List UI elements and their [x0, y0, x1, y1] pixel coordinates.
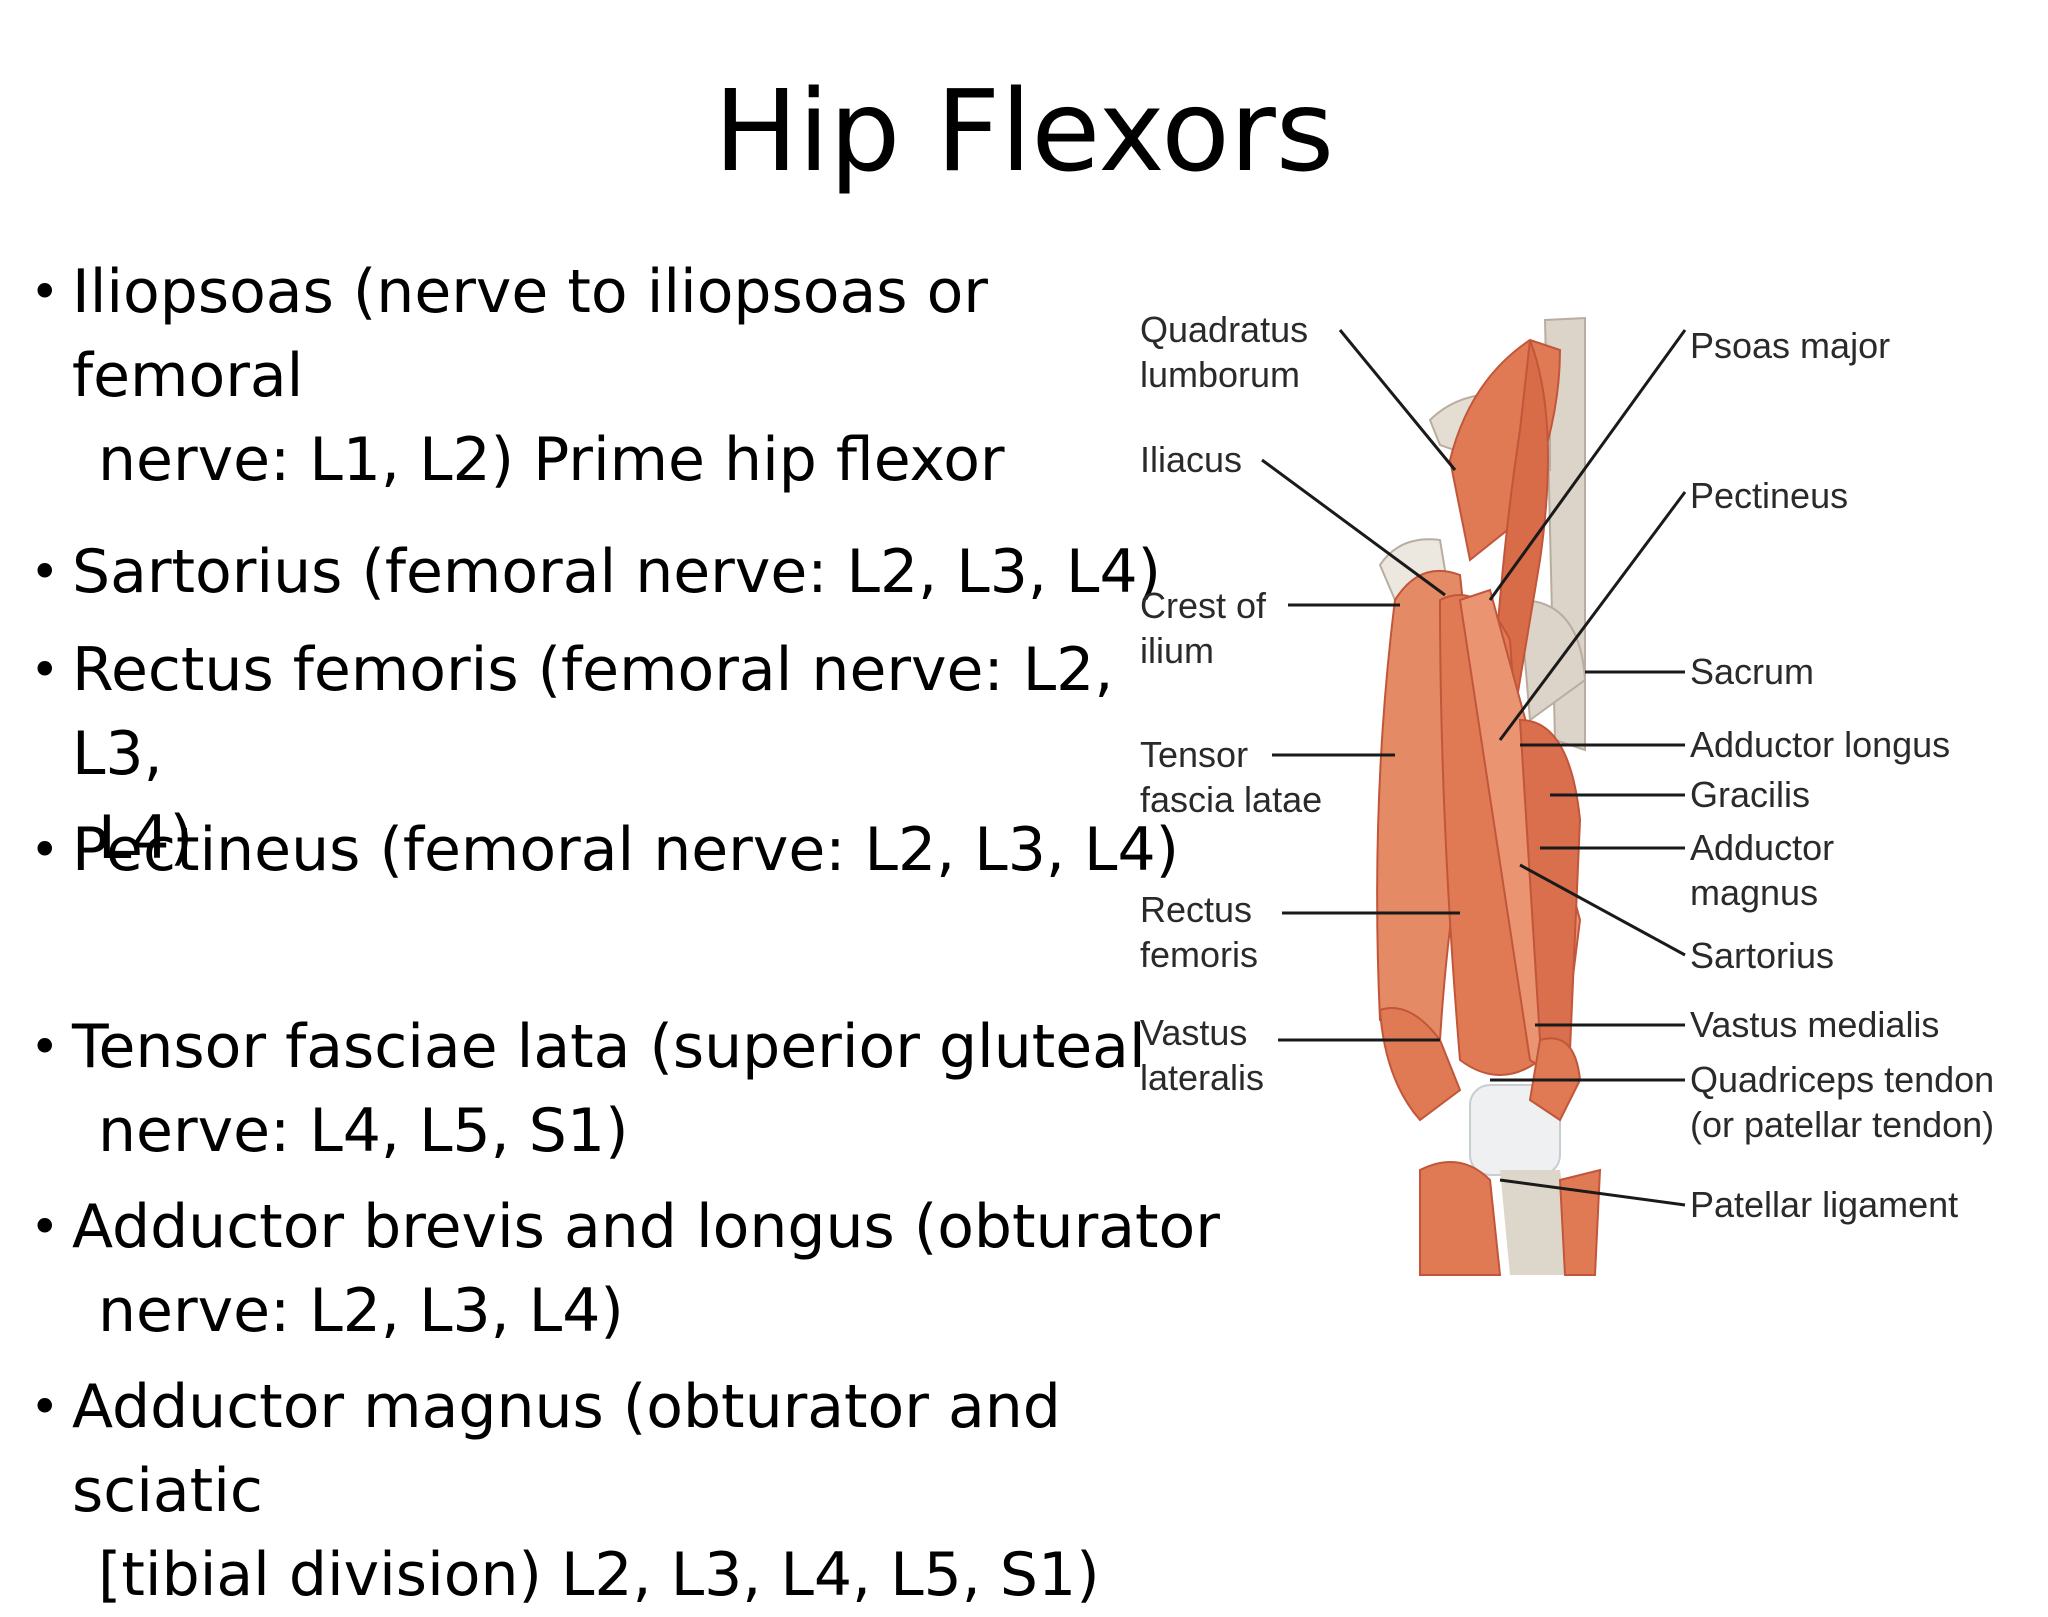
bullet-text-line2: nerve: L1, L2) Prime hip flexor: [98, 425, 1005, 495]
bullet-text-line2: nerve: L4, L5, S1): [98, 1096, 629, 1166]
label-vastus-lateralis-2: lateralis: [1140, 1057, 1264, 1098]
bullet-text-line1: Tensor fasciae lata (superior gluteal: [72, 1012, 1146, 1082]
muscle-groups: [1376, 338, 1602, 1276]
bullet-text-line2: nerve: L2, L3, L4): [98, 1276, 624, 1346]
label-sartorius: Sartorius: [1690, 935, 1834, 976]
label-pectineus: Pectineus: [1690, 475, 1848, 516]
label-gracilis: Gracilis: [1690, 774, 1810, 815]
label-adductor-longus: Adductor longus: [1690, 724, 1950, 765]
label-adductor-magnus-2: magnus: [1690, 872, 1818, 913]
label-iliacus: Iliacus: [1140, 439, 1242, 480]
bullet-dot-icon: •: [30, 1378, 60, 1436]
bullet-pectineus: • Pectineus (femoral nerve: L2, L3, L4): [22, 808, 1222, 892]
bullet-dot-icon: •: [30, 543, 60, 601]
label-crest-of-ilium-1: Crest of: [1140, 585, 1267, 626]
bullet-dot-icon: •: [30, 641, 60, 699]
bullet-text-line1: Sartorius (femoral nerve: L2, L3, L4): [72, 537, 1162, 607]
label-psoas-major: Psoas major: [1690, 325, 1890, 366]
label-adductor-magnus-1: Adductor: [1690, 827, 1834, 868]
bullet-text-line2: [tibial division) L2, L3, L4, L5, S1): [98, 1540, 1100, 1610]
bullet-text-line1: Rectus femoris (femoral nerve: L2, L3,: [72, 635, 1114, 789]
bullet-adductor-magnus: • Adductor magnus (obturator and sciatic…: [22, 1365, 1222, 1617]
label-vastus-medialis: Vastus medialis: [1690, 1004, 1939, 1045]
left-labels: Quadratus lumborum Iliacus Crest of iliu…: [1140, 309, 1322, 1098]
bullet-dot-icon: •: [30, 263, 60, 321]
bullet-dot-icon: •: [30, 821, 60, 879]
bullet-adductor-brevis-longus: • Adductor brevis and longus (obturator …: [22, 1185, 1222, 1353]
label-tensor-fascia-latae-2: fascia latae: [1140, 779, 1322, 820]
bullet-text-line1: Iliopsoas (nerve to iliopsoas or femoral: [72, 257, 988, 411]
bullet-text-line1: Pectineus (femoral nerve: L2, L3, L4): [72, 815, 1180, 885]
label-tensor-fascia-latae-1: Tensor: [1140, 734, 1248, 775]
label-rectus-femoris-2: femoris: [1140, 934, 1258, 975]
bullet-text-line1: Adductor brevis and longus (obturator: [72, 1192, 1220, 1262]
bullet-rectus-femoris: • Rectus femoris (femoral nerve: L2, L3,…: [22, 628, 1222, 880]
label-sacrum: Sacrum: [1690, 651, 1814, 692]
bullet-iliopsoas: • Iliopsoas (nerve to iliopsoas or femor…: [22, 250, 1222, 502]
bullet-sartorius: • Sartorius (femoral nerve: L2, L3, L4): [22, 530, 1222, 614]
label-quadratus-lumborum-1: Quadratus: [1140, 309, 1308, 350]
slide-title: Hip Flexors: [713, 67, 1335, 197]
bullet-dot-icon: •: [30, 1198, 60, 1256]
label-rectus-femoris-1: Rectus: [1140, 889, 1252, 930]
right-labels: Psoas major Pectineus Sacrum Adductor lo…: [1690, 325, 1994, 1225]
bullet-text-line2: L4): [98, 803, 194, 873]
label-quadriceps-tendon-1: Quadriceps tendon: [1690, 1059, 1994, 1100]
bullet-dot-icon: •: [30, 1018, 60, 1076]
label-quadratus-lumborum-2: lumborum: [1140, 354, 1300, 395]
label-quadriceps-tendon-2: (or patellar tendon): [1690, 1104, 1994, 1145]
label-vastus-lateralis-1: Vastus: [1140, 1012, 1247, 1053]
label-crest-of-ilium-2: ilium: [1140, 630, 1214, 671]
hip-anatomy-illustration: Quadratus lumborum Iliacus Crest of iliu…: [1140, 309, 1994, 1276]
bullet-tensor-fasciae-lata: • Tensor fasciae lata (superior gluteal …: [22, 1005, 1222, 1173]
bullet-text-line1: Adductor magnus (obturator and sciatic: [72, 1372, 1061, 1526]
label-patellar-ligament: Patellar ligament: [1690, 1184, 1958, 1225]
leader-lines: [1261, 329, 1687, 1207]
